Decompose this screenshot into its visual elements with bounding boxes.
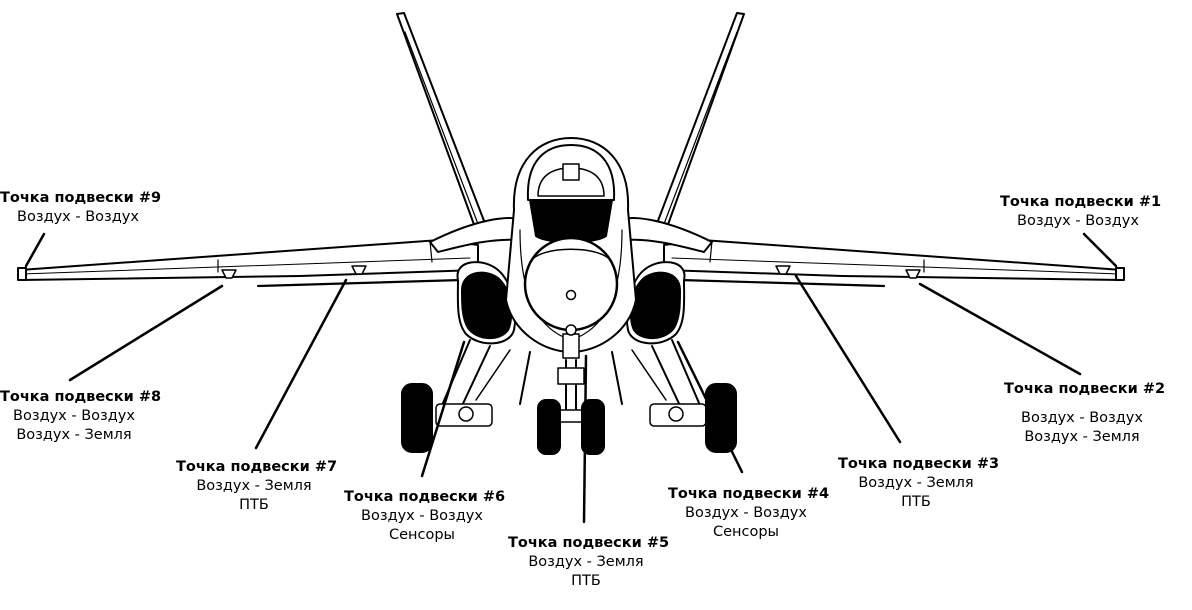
station-label-8: Точка подвески #8 Воздух - Воздух Воздух… <box>0 388 162 445</box>
station-role: Воздух - Воздух <box>13 408 135 424</box>
station-role: Воздух - Земля <box>858 475 974 491</box>
leader-line-5 <box>582 354 588 524</box>
station-role: Воздух - Земля <box>1024 429 1140 445</box>
station-role: ПТБ <box>901 494 931 510</box>
station-role: Воздух - Земля <box>196 478 312 494</box>
station-title: Точка подвески #8 <box>0 389 162 405</box>
station-label-9: Точка подвески #9 Воздух - Воздух <box>0 189 162 227</box>
station-label-7: Точка подвески #7 Воздух - Земля ПТБ <box>176 458 338 515</box>
landing-gear <box>401 324 737 455</box>
station-role: Сенсоры <box>712 524 780 540</box>
station-label-6: Точка подвески #6 Воздух - Воздух Сенсор… <box>344 488 506 545</box>
leader-lines <box>24 232 1118 524</box>
station-label-5: Точка подвески #5 Воздух - Земля ПТБ <box>508 534 670 591</box>
station-label-1: Точка подвески #1 Воздух - Воздух <box>1000 193 1162 231</box>
leader-line-4 <box>676 340 744 474</box>
station-role: ПТБ <box>571 573 601 589</box>
leader-line-6 <box>420 340 466 478</box>
engine-intakes <box>456 261 686 345</box>
station-title: Точка подвески #7 <box>176 459 338 475</box>
leader-line-8 <box>68 284 224 382</box>
leader-line-7 <box>254 278 348 450</box>
station-role: Воздух - Воздух <box>361 508 483 524</box>
station-title: Точка подвески #3 <box>838 456 1000 472</box>
station-role: Воздух - Воздух <box>1017 213 1139 229</box>
station-role: Воздух - Воздух <box>685 505 807 521</box>
leader-line-3 <box>794 274 902 444</box>
nose-radome <box>523 236 619 332</box>
station-role: Воздух - Воздух <box>1021 410 1143 426</box>
leader-line-1 <box>1082 232 1118 268</box>
station-label-3: Точка подвески #3 Воздух - Земля ПТБ <box>838 455 1000 512</box>
station-role: Воздух - Земля <box>528 554 644 570</box>
station-title: Точка подвески #4 <box>668 486 830 502</box>
station-title: Точка подвески #1 <box>1000 194 1162 210</box>
cockpit-canopy <box>526 144 616 243</box>
leading-edge-extensions <box>429 217 713 253</box>
station-role: Воздух - Воздух <box>17 209 139 225</box>
station-role: Воздух - Земля <box>16 427 132 443</box>
station-title: Точка подвески #6 <box>344 489 506 505</box>
leader-line-2 <box>918 282 1082 376</box>
station-label-4: Точка подвески #4 Воздух - Воздух Сенсор… <box>668 485 830 542</box>
station-title: Точка подвески #5 <box>508 535 670 551</box>
station-role: ПТБ <box>239 497 269 513</box>
leader-line-9 <box>24 232 46 268</box>
station-title: Точка подвески #9 <box>0 190 162 206</box>
station-label-2: Точка подвески #2 Воздух - Воздух Воздух… <box>1004 380 1166 447</box>
station-title: Точка подвески #2 <box>1004 381 1166 397</box>
wings <box>17 239 1125 288</box>
station-role: Сенсоры <box>388 527 456 543</box>
